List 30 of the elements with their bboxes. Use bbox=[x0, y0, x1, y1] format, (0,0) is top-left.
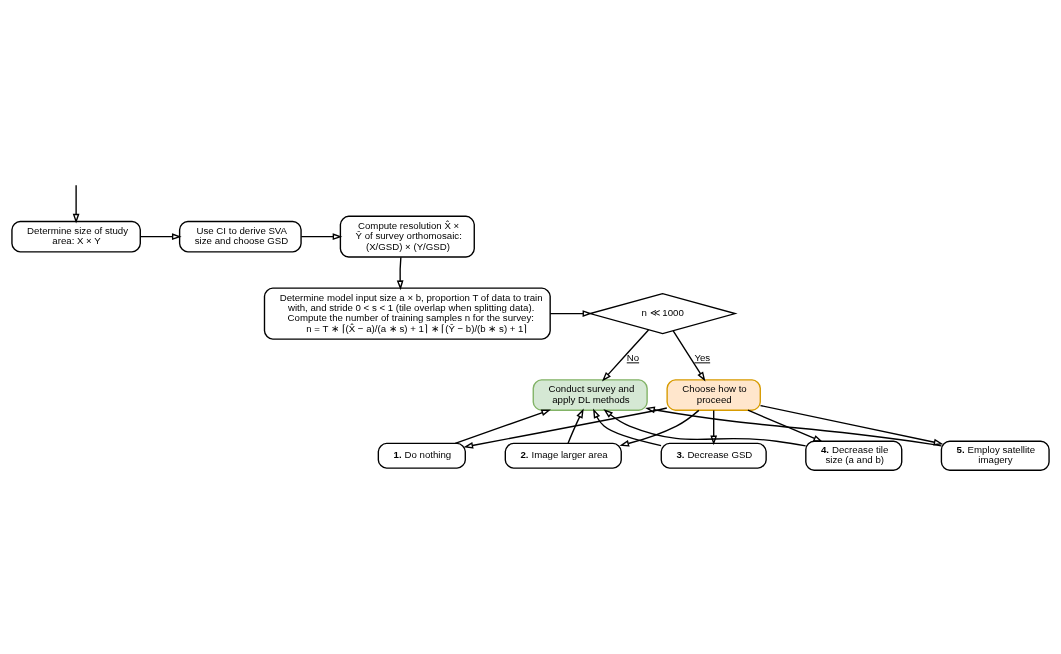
arrow bbox=[567, 408, 584, 444]
arrow bbox=[710, 409, 718, 445]
node-box: Compute resolution X̂ × Ŷ of survey orthomosaic: (X/GSD) × (Y/GSD) bbox=[339, 215, 475, 258]
node-box: 1. Do nothing bbox=[377, 442, 466, 469]
node-box: 3. Decrease GSD bbox=[660, 442, 767, 469]
arrow bbox=[593, 407, 662, 446]
edge-label: Yes bbox=[694, 351, 711, 363]
node-box: Conduct survey and apply DL methods bbox=[532, 378, 648, 411]
arrow bbox=[300, 232, 343, 240]
node-box: 5. Employ satellite imagery bbox=[940, 440, 1050, 471]
node-box: Use CI to derive SVA size and choose GSD bbox=[178, 220, 302, 253]
node-box: Determine model input size a × b, proportion T of data to train with, and stride 0 < s < 1 (tile overlap when splitting data). Compute the number of training samples n for the survey: n = T ∗ ⌈(X̂ − a)/(a ∗ s) + 1⌉ ∗ ⌈(Ŷ − b)/(b ∗ s) + 1⌉ bbox=[263, 286, 551, 340]
arrow bbox=[72, 184, 80, 223]
arrow bbox=[549, 309, 593, 317]
arrow bbox=[454, 409, 551, 444]
arrow bbox=[396, 256, 404, 290]
arrow bbox=[672, 329, 706, 381]
arrow bbox=[463, 406, 668, 449]
arrow bbox=[619, 409, 700, 447]
arrow bbox=[601, 328, 650, 381]
edge-label: No bbox=[626, 351, 640, 363]
arrow bbox=[139, 232, 182, 240]
node-box: 2. Image larger area bbox=[504, 442, 622, 469]
node-box: Determine size of study area: X × Y bbox=[11, 220, 141, 253]
arrow bbox=[603, 408, 807, 447]
arrow bbox=[747, 409, 823, 442]
arrow bbox=[759, 404, 944, 445]
arrow bbox=[645, 405, 943, 446]
node-box: Choose how to proceed bbox=[666, 378, 761, 411]
node-box: 4. Decrease tile size (a and b) bbox=[805, 440, 903, 471]
